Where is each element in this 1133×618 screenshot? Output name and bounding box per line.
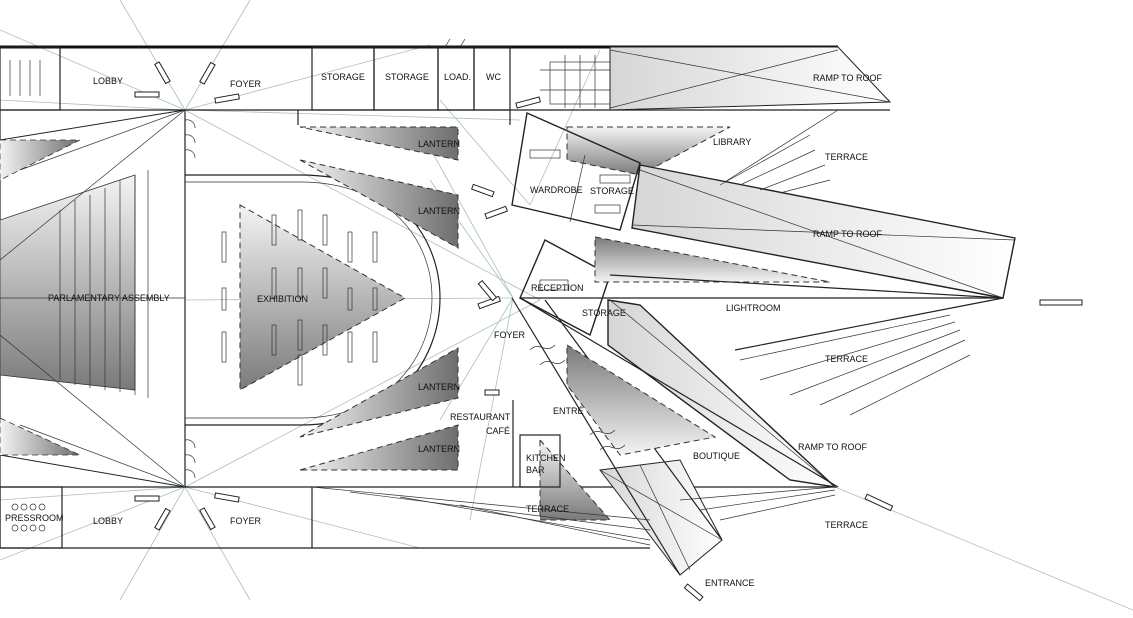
service-rooms: [0, 46, 611, 111]
label-terrace-3: TERRACE: [526, 504, 569, 514]
label-lightroom: LIGHTROOM: [726, 303, 781, 313]
label-restaurant: RESTAURANT: [450, 412, 511, 422]
reception-zone: [519, 236, 1004, 351]
entrance-ramp: [599, 459, 723, 576]
label-parliament: PARLAMENTARY ASSEMBLY: [48, 293, 170, 303]
room-labels: LOBBY FOYER STORAGE STORAGE LOAD. WC RAM…: [5, 72, 883, 588]
label-terrace-4: TERRACE: [825, 520, 868, 530]
label-reception: RECEPTION: [531, 283, 584, 293]
parliament-hall: [0, 109, 186, 488]
label-ramp-low: RAMP TO ROOF: [798, 442, 868, 452]
label-entrance: ENTRANCE: [705, 578, 755, 588]
label-storage-1: STORAGE: [321, 72, 365, 82]
pressroom-block: [0, 486, 63, 549]
label-wc: WC: [486, 72, 501, 82]
label-lantern-3: LANTERN: [418, 382, 460, 392]
label-storage-4: STORAGE: [582, 308, 626, 318]
label-storage-3: STORAGE: [590, 186, 634, 196]
label-entre: ENTRÉ: [553, 406, 584, 416]
label-exhibition: EXHIBITION: [257, 294, 308, 304]
label-terrace-2: TERRACE: [825, 354, 868, 364]
label-pressroom: PRESSROOM: [5, 513, 64, 523]
label-lantern-4: LANTERN: [418, 444, 460, 454]
label-foyer-bottom: FOYER: [230, 516, 262, 526]
label-library: LIBRARY: [713, 137, 751, 147]
label-cafe: CAFÉ: [486, 426, 510, 436]
doors: [184, 38, 626, 479]
label-ramp-top: RAMP TO ROOF: [813, 73, 883, 83]
label-terrace-1: TERRACE: [825, 152, 868, 162]
label-storage-2: STORAGE: [385, 72, 429, 82]
label-lobby-bottom: LOBBY: [93, 516, 123, 526]
lanterns: [299, 126, 459, 471]
label-boutique: BOUTIQUE: [693, 451, 740, 461]
entry-walls: [511, 297, 1003, 576]
fixtures: [134, 61, 1083, 602]
label-lobby-top: LOBBY: [93, 76, 123, 86]
label-foyer-mid: FOYER: [494, 330, 526, 340]
terrace-hatch: [311, 134, 971, 546]
label-lantern-2: LANTERN: [418, 206, 460, 216]
label-load: LOAD.: [444, 72, 471, 82]
label-foyer-top: FOYER: [230, 79, 262, 89]
label-bar: BAR: [526, 465, 545, 475]
label-ramp-mid: RAMP TO ROOF: [813, 229, 883, 239]
label-lantern-1: LANTERN: [418, 139, 460, 149]
label-kitchen: KITCHEN: [526, 453, 566, 463]
label-wardrobe: WARDROBE: [530, 185, 583, 195]
